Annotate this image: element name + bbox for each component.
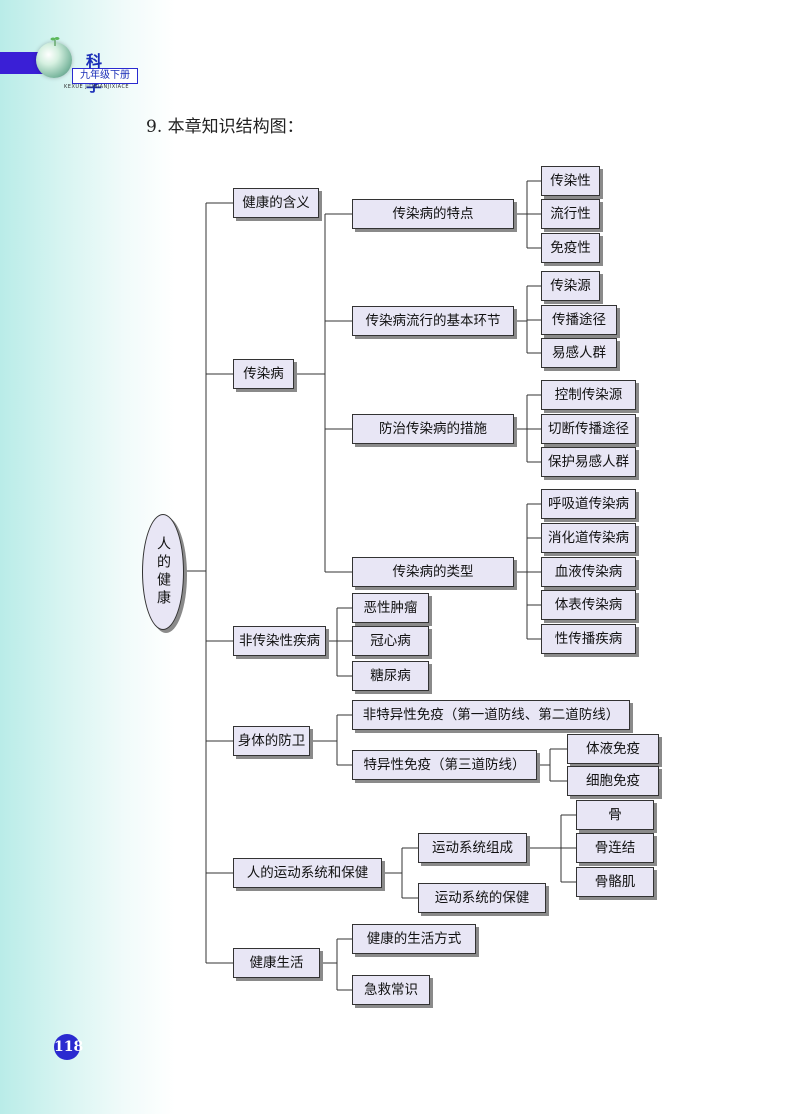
page-number: 118 — [54, 1034, 83, 1060]
node-nonspecific-immunity: 非特异性免疫（第一道防线、第二道防线） — [352, 700, 630, 730]
root-node: 人的健康 — [142, 514, 184, 630]
node-type-item: 血液传染病 — [541, 557, 636, 587]
node-measure-item: 保护易感人群 — [541, 447, 636, 477]
node-type-item: 体表传染病 — [541, 590, 636, 620]
node-link-item: 传染源 — [541, 271, 600, 301]
node-infectious-features: 传染病的特点 — [352, 199, 514, 229]
node-motion-item: 骨 — [576, 800, 654, 830]
node-type-item: 性传播疾病 — [541, 624, 636, 654]
node-body-defense: 身体的防卫 — [233, 726, 310, 756]
node-motion-care: 运动系统的保健 — [418, 883, 546, 913]
node-type-item: 消化道传染病 — [541, 523, 636, 553]
globe-with-sprout-icon — [36, 42, 72, 78]
node-motion-composition: 运动系统组成 — [418, 833, 527, 863]
pinyin-label: KEXUE JIUNIANJIXIACE — [64, 84, 130, 90]
node-noninfectious-item: 冠心病 — [352, 626, 429, 656]
node-link-item: 传播途径 — [541, 305, 617, 335]
node-noninfectious-disease: 非传染性疾病 — [233, 626, 326, 656]
node-first-aid: 急救常识 — [352, 975, 430, 1005]
node-immunity-item: 细胞免疫 — [567, 766, 659, 796]
node-link-item: 易感人群 — [541, 338, 617, 368]
sprout-icon — [50, 37, 60, 46]
node-healthy-life: 健康生活 — [233, 948, 320, 978]
header: 科 学 九年级下册 KEXUE JIUNIANJIXIACE — [0, 0, 138, 95]
node-measure-item: 切断传播途径 — [541, 414, 636, 444]
node-specific-immunity: 特异性免疫（第三道防线） — [352, 750, 537, 780]
node-measure-item: 控制传染源 — [541, 380, 636, 410]
node-type-item: 呼吸道传染病 — [541, 489, 636, 519]
node-health-meaning: 健康的含义 — [233, 188, 319, 218]
node-infectious-measures: 防治传染病的措施 — [352, 414, 514, 444]
node-feature-item: 传染性 — [541, 166, 600, 196]
node-immunity-item: 体液免疫 — [567, 734, 659, 764]
section-title: 9. 本章知识结构图： — [146, 117, 304, 137]
node-infectious-types: 传染病的类型 — [352, 557, 514, 587]
node-feature-item: 免疫性 — [541, 233, 600, 263]
node-feature-item: 流行性 — [541, 199, 600, 229]
node-infectious-disease: 传染病 — [233, 359, 294, 389]
node-motion-system: 人的运动系统和保健 — [233, 858, 382, 888]
node-motion-item: 骨骼肌 — [576, 867, 654, 897]
node-motion-item: 骨连结 — [576, 833, 654, 863]
node-infectious-links: 传染病流行的基本环节 — [352, 306, 514, 336]
node-noninfectious-item: 糖尿病 — [352, 661, 429, 691]
grade-label: 九年级下册 — [72, 68, 138, 84]
node-noninfectious-item: 恶性肿瘤 — [352, 593, 429, 623]
node-healthy-lifestyle: 健康的生活方式 — [352, 924, 476, 954]
